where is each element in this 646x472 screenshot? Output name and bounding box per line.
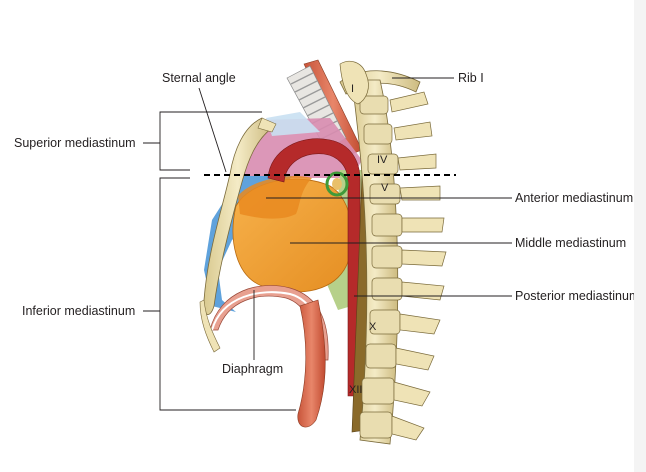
diaphragm-label: Diaphragm <box>222 362 283 376</box>
middle-mediastinum-label: Middle mediastinum <box>515 236 626 250</box>
anterior-mediastinum-label: Anterior mediastinum <box>515 191 633 205</box>
sternal-angle-label: Sternal angle <box>162 71 236 85</box>
vertebra-xii-label: XII <box>349 384 362 396</box>
vertebra-i-label: I <box>351 83 354 95</box>
inferior-mediastinum-label: Inferior mediastinum <box>22 304 135 318</box>
sternal-angle-leader <box>199 88 226 172</box>
rib-i-label: Rib I <box>458 71 484 85</box>
diaphragm-crus <box>298 300 325 427</box>
superior-mediastinum-label: Superior mediastinum <box>14 136 136 150</box>
vertebra-x-label: X <box>369 321 377 333</box>
vertebra-v-label: V <box>381 182 389 194</box>
posterior-mediastinum-label: Posterior mediastinum <box>515 289 639 303</box>
vertebra-iv-label: IV <box>377 154 388 166</box>
